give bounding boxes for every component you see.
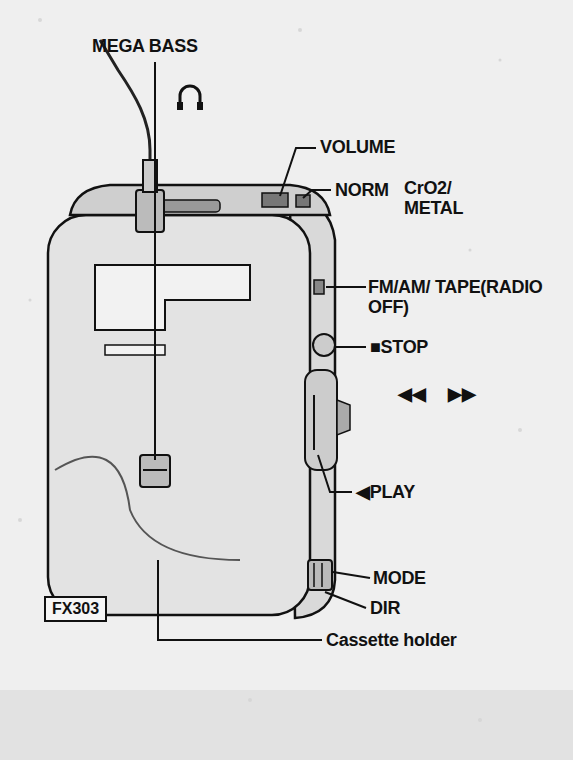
part-label: ◀◀ bbox=[398, 384, 425, 404]
part-label: FM/AM/ TAPE(RADIO OFF) bbox=[368, 277, 568, 317]
part-label: VOLUME bbox=[320, 137, 395, 157]
model-number: FX303 bbox=[52, 600, 99, 617]
part-label: DIR bbox=[370, 598, 400, 618]
part-label: ◀PLAY bbox=[356, 482, 415, 502]
part-label: ▶▶ bbox=[448, 384, 475, 404]
part-label: CrO2/ METAL bbox=[404, 178, 476, 218]
part-label: MEGA BASS bbox=[92, 36, 198, 56]
part-label: NORM bbox=[335, 180, 389, 200]
part-label: MODE bbox=[373, 568, 426, 588]
part-label: ■STOP bbox=[370, 337, 428, 357]
part-label: Cassette holder bbox=[326, 630, 457, 650]
model-box: FX303 bbox=[44, 596, 107, 622]
